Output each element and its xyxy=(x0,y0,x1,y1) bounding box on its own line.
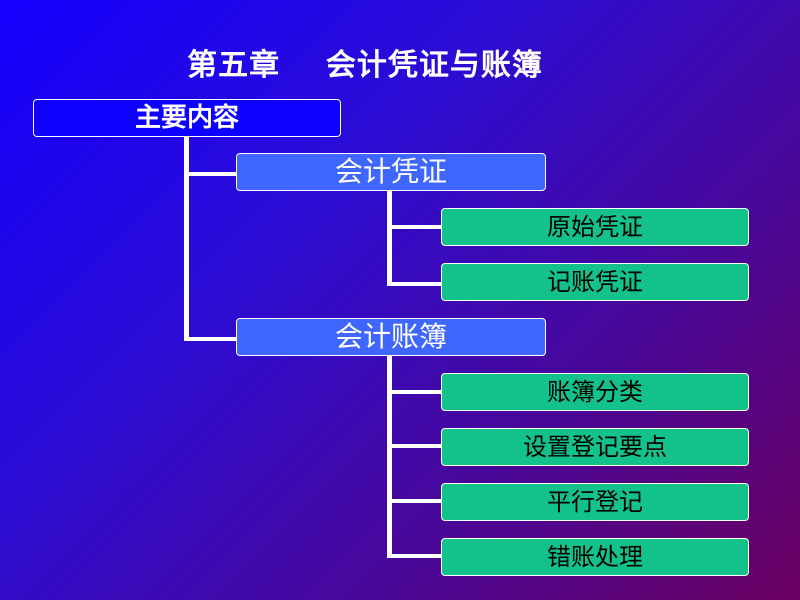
connector-section-1-vertical xyxy=(387,191,392,286)
connector-root-vertical xyxy=(184,137,189,341)
connector-section-2-item-1 xyxy=(387,390,441,394)
page-title: 第五章 会计凭证与账簿 xyxy=(187,48,543,83)
connector-section-2-vertical xyxy=(387,356,392,558)
root-node: 主要内容 xyxy=(33,99,341,137)
item-node-ledger-classification: 账簿分类 xyxy=(441,373,749,411)
section-node-ledger: 会计账簿 xyxy=(236,318,546,356)
connector-section-2-item-4 xyxy=(387,554,441,558)
connector-section-1-item-2 xyxy=(387,282,441,286)
item-node-error-correction: 错账处理 xyxy=(441,538,749,576)
item-node-bookkeeping-voucher: 记账凭证 xyxy=(441,263,749,301)
section-node-voucher: 会计凭证 xyxy=(236,153,546,191)
connector-section-2-item-3 xyxy=(387,499,441,503)
connector-section-1-item-1 xyxy=(387,225,441,229)
item-node-original-voucher: 原始凭证 xyxy=(441,208,749,246)
connector-root-to-section-2 xyxy=(184,337,236,341)
connector-root-to-section-1 xyxy=(184,172,236,176)
connector-section-2-item-2 xyxy=(387,444,441,448)
item-node-parallel-posting: 平行登记 xyxy=(441,483,749,521)
item-node-setup-recording-points: 设置登记要点 xyxy=(441,428,749,466)
